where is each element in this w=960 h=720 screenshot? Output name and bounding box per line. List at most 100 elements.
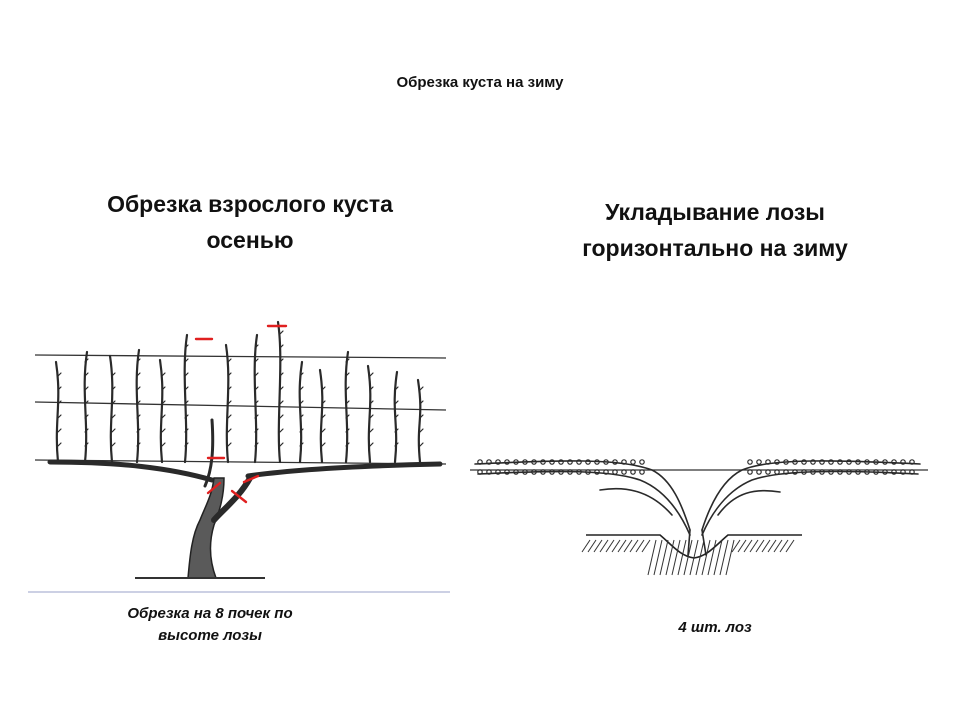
- cane-bud: [254, 344, 259, 349]
- vine-bud: [900, 459, 906, 465]
- cane-bud: [136, 358, 141, 363]
- cane-bud: [161, 428, 166, 433]
- cane-bud: [136, 414, 141, 419]
- right-heading-line2: горизонтально на зиму: [582, 235, 848, 261]
- soil-hatch: [725, 539, 735, 576]
- cane-bud: [111, 442, 116, 447]
- soil-hatch: [701, 539, 711, 576]
- soil-hatch: [653, 539, 663, 576]
- cane-bud: [227, 358, 232, 363]
- vine-bud: [828, 469, 834, 475]
- vine-cane: [416, 378, 422, 464]
- cane-bud: [369, 428, 374, 433]
- vine-bud: [540, 459, 546, 465]
- vine-bud: [585, 459, 591, 465]
- cane-bud: [184, 414, 189, 419]
- vine-bud: [558, 459, 564, 465]
- soil-hatch: [773, 539, 783, 553]
- vine-bud: [891, 469, 897, 475]
- soil-hatch: [641, 539, 651, 553]
- soil-hatch: [707, 539, 717, 576]
- vine-bud: [873, 469, 879, 475]
- cane-bud: [419, 414, 424, 419]
- vine-bud: [495, 459, 501, 465]
- soil-hatch: [599, 539, 609, 553]
- left-heading-line2: осенью: [206, 227, 294, 253]
- soil-hatch: [593, 539, 603, 553]
- cane-bud: [394, 400, 399, 405]
- cane-bud: [369, 386, 374, 391]
- vine-cane: [183, 333, 189, 464]
- cane-bud: [279, 344, 284, 349]
- soil-hatch: [635, 539, 645, 553]
- cane-bud: [84, 386, 89, 391]
- cane-bud: [394, 442, 399, 447]
- cane-bud: [321, 414, 326, 419]
- cane-bud: [321, 386, 326, 391]
- cane-bud: [279, 372, 284, 377]
- right-caption: 4 шт. лоз: [678, 619, 752, 636]
- vine-bud: [756, 469, 762, 475]
- vine-bud: [504, 459, 510, 465]
- cane-bud: [369, 442, 374, 447]
- cane-bud: [57, 414, 62, 419]
- soil-hatch: [605, 539, 615, 553]
- cane-bud: [254, 428, 259, 433]
- horizontal-vine-illustration: [470, 459, 928, 576]
- vine-bud: [630, 469, 636, 475]
- cane-bud: [227, 414, 232, 419]
- soil-hatch: [767, 539, 777, 553]
- vine-bud: [576, 469, 582, 475]
- vine-bud: [522, 459, 528, 465]
- vine-cane: [276, 320, 282, 464]
- cane-bud: [184, 400, 189, 405]
- vine-cane: [83, 350, 89, 464]
- soil-hatch: [737, 539, 747, 553]
- vine-bud: [765, 469, 771, 475]
- cane-bud: [227, 372, 232, 377]
- vine-bud: [855, 459, 861, 465]
- soil-hatch: [665, 539, 675, 576]
- cane-bud: [345, 428, 350, 433]
- vine-bud: [801, 469, 807, 475]
- vine-bud: [783, 459, 789, 465]
- cane-bud: [321, 428, 326, 433]
- vine-bud: [630, 459, 636, 465]
- vine-bud: [864, 469, 870, 475]
- cane-bud: [84, 428, 89, 433]
- cane-bud: [254, 414, 259, 419]
- cane-bud: [161, 400, 166, 405]
- vine-bud: [774, 469, 780, 475]
- cane-bud: [369, 414, 374, 419]
- soil-hatch: [749, 539, 759, 553]
- cane-bud: [57, 400, 62, 405]
- cane-bud: [111, 428, 116, 433]
- cane-bud: [254, 358, 259, 363]
- cane-bud: [184, 344, 189, 349]
- vine-bud: [819, 469, 825, 475]
- soil-hatch: [755, 539, 765, 553]
- soil-hatch: [617, 539, 627, 553]
- vine-bud: [873, 459, 879, 465]
- cane-bud: [279, 358, 284, 363]
- vine-bud: [639, 469, 645, 475]
- cane-bud: [84, 442, 89, 447]
- cane-bud: [279, 414, 284, 419]
- cane-bud: [254, 442, 259, 447]
- cane-bud: [111, 386, 116, 391]
- soil-hatch: [683, 539, 693, 576]
- soil-hatch: [779, 539, 789, 553]
- slide-title: Обрезка куста на зиму: [396, 74, 564, 91]
- cane-bud: [345, 442, 350, 447]
- cane-bud: [299, 442, 304, 447]
- vine-bud: [612, 459, 618, 465]
- vine-bud: [621, 459, 627, 465]
- vine-bud: [486, 459, 492, 465]
- cane-bud: [254, 400, 259, 405]
- vine-bud: [567, 469, 573, 475]
- cane-bud: [419, 386, 424, 391]
- left-heading: Обрезка взрослого куста осенью: [60, 186, 440, 258]
- soil-hatch: [623, 539, 633, 553]
- vine-bud: [828, 459, 834, 465]
- cane-bud: [394, 428, 399, 433]
